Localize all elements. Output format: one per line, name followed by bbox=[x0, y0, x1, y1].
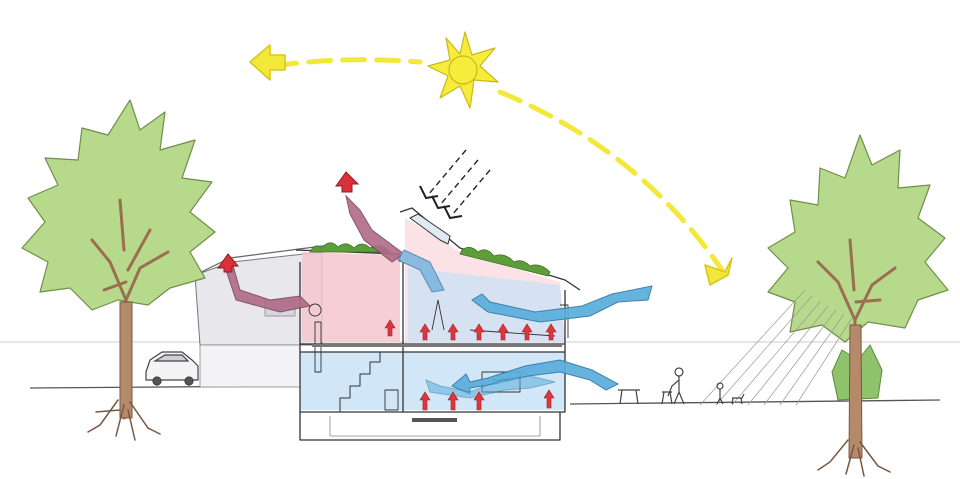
solar-gain-arrows bbox=[419, 149, 491, 220]
tree-icon bbox=[767, 134, 949, 477]
sun-path bbox=[272, 57, 725, 273]
car-icon bbox=[145, 351, 199, 386]
person-icon bbox=[618, 367, 685, 405]
floor-slab bbox=[312, 344, 562, 422]
rising-heat-arrows bbox=[384, 319, 557, 411]
dog-icon bbox=[731, 393, 745, 405]
sun-path-arrow bbox=[249, 44, 733, 286]
person-icon bbox=[716, 382, 724, 405]
sun-icon bbox=[427, 31, 499, 109]
cool-airflow bbox=[425, 285, 653, 399]
tree-icon bbox=[21, 99, 216, 441]
warm-airflow bbox=[225, 194, 445, 313]
exhaust-arrow bbox=[217, 171, 360, 273]
